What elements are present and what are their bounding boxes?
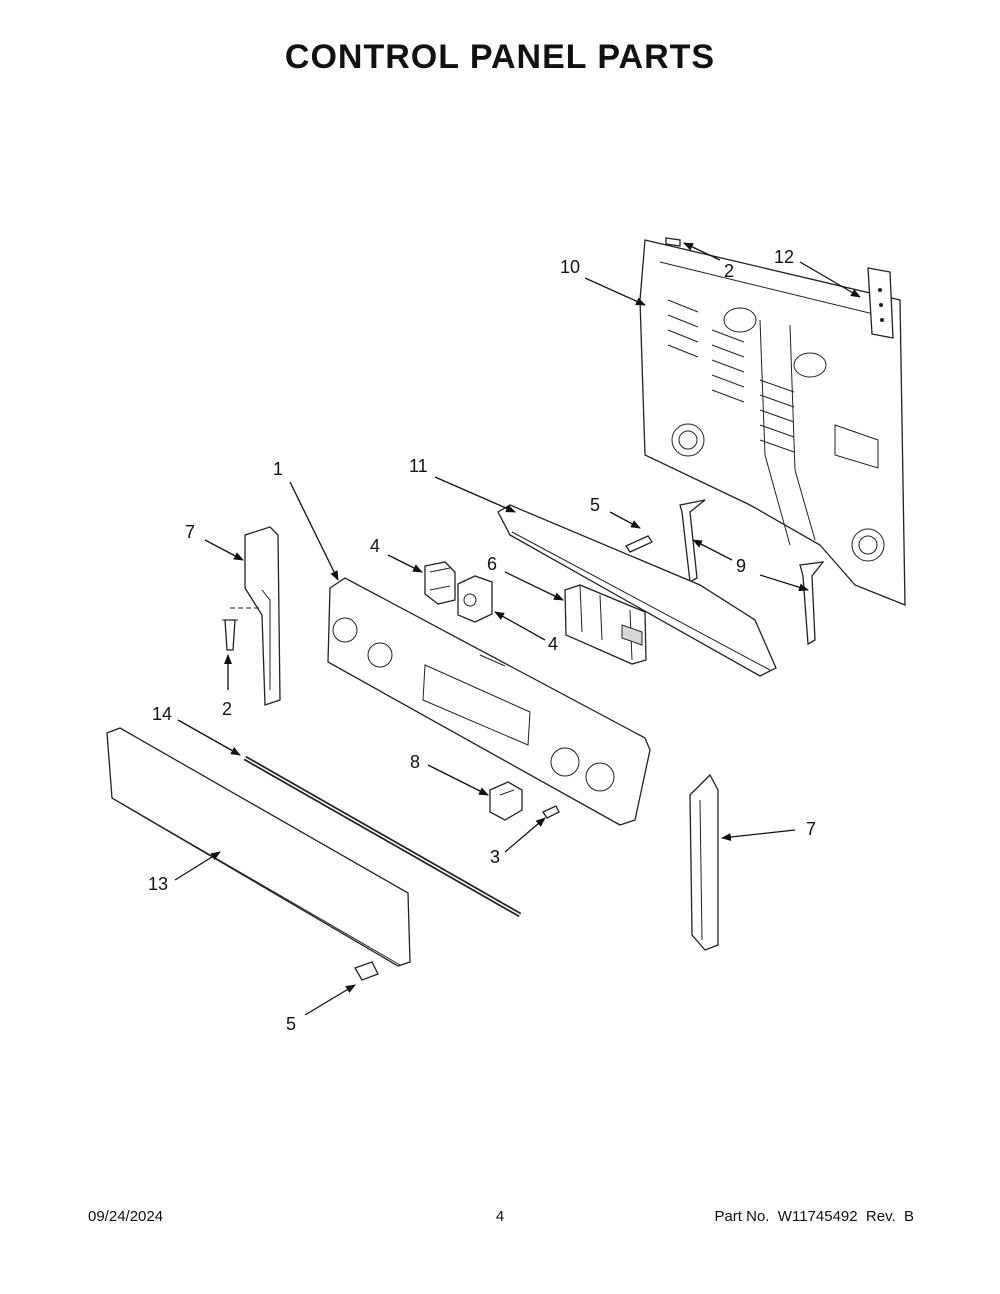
callout-12: 12 bbox=[774, 247, 794, 267]
callout-2-top: 2 bbox=[724, 261, 734, 281]
part-7-endcap-right bbox=[689, 773, 719, 951]
part-12-bracket bbox=[867, 267, 894, 339]
callout-4-upper: 4 bbox=[370, 536, 380, 556]
callout-4-lower: 4 bbox=[548, 634, 558, 654]
callout-13: 13 bbox=[148, 874, 168, 894]
part-6-electronic-control bbox=[564, 584, 647, 665]
part-2-screw-top bbox=[665, 237, 681, 247]
callout-labels: 2 10 12 11 5 9 1 7 4 6 4 2 14 8 3 7 13 5 bbox=[148, 247, 816, 1034]
callout-2-left: 2 bbox=[222, 699, 232, 719]
callout-leaders bbox=[174, 242, 861, 1016]
callout-11: 11 bbox=[409, 456, 428, 476]
part-8-knob bbox=[489, 781, 523, 821]
footer-page-number: 4 bbox=[495, 1208, 505, 1225]
callout-14: 14 bbox=[152, 704, 172, 724]
callout-6: 6 bbox=[487, 554, 497, 574]
callout-7-left: 7 bbox=[185, 522, 195, 542]
callout-3: 3 bbox=[490, 847, 500, 867]
part-1-control-console bbox=[327, 577, 651, 826]
part-3-screw bbox=[542, 805, 560, 819]
rear-panel-vents bbox=[667, 299, 795, 453]
part-7-endcap-left bbox=[230, 526, 281, 706]
part-9-strap-left bbox=[679, 499, 706, 584]
part-14-gasket bbox=[243, 755, 522, 918]
part-11-support-rail bbox=[497, 504, 777, 677]
part-4-switch-lower bbox=[457, 575, 493, 623]
callout-9: 9 bbox=[736, 556, 746, 576]
part-5-screw-lower bbox=[354, 961, 379, 981]
callout-10: 10 bbox=[560, 257, 580, 277]
part-2-screw-left bbox=[222, 619, 238, 651]
footer-part-number: Part No. W11745492 Rev. B bbox=[714, 1208, 914, 1225]
callout-7-right: 7 bbox=[806, 819, 816, 839]
part-9-strap-right bbox=[799, 561, 825, 646]
footer-date: 09/24/2024 bbox=[88, 1208, 164, 1225]
part-4-switch-upper bbox=[424, 561, 456, 605]
part-5-screw-upper bbox=[625, 535, 653, 553]
callout-5-upper: 5 bbox=[590, 495, 600, 515]
part-10-rear-panel bbox=[639, 239, 906, 606]
page-title: CONTROL PANEL PARTS bbox=[284, 38, 716, 76]
part-13-trim-panel bbox=[106, 727, 411, 967]
callout-8: 8 bbox=[410, 752, 420, 772]
callout-1: 1 bbox=[273, 459, 283, 479]
callout-5-lower: 5 bbox=[286, 1014, 296, 1034]
